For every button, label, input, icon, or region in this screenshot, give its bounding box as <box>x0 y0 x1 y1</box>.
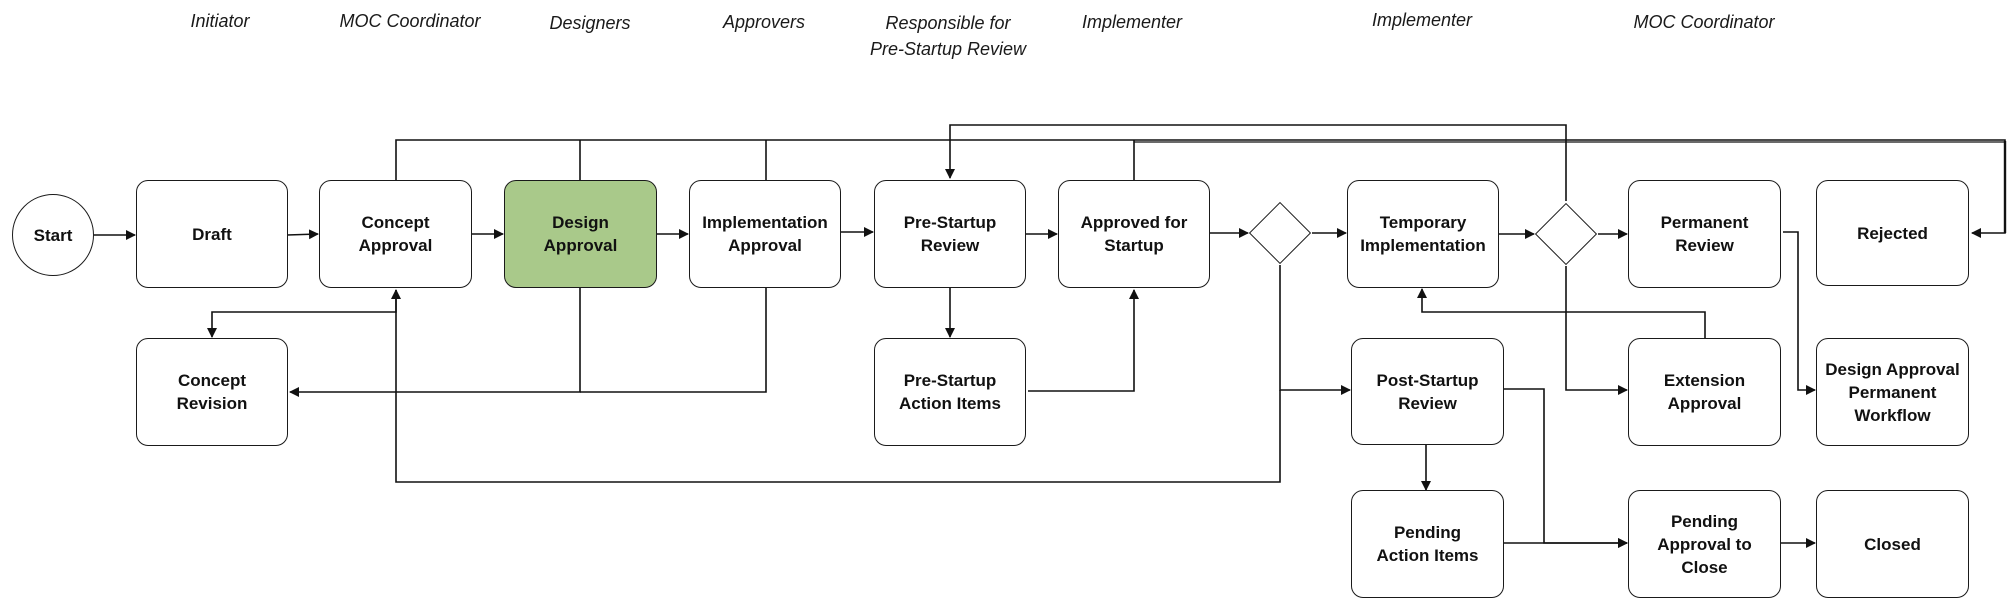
state-label: Pending Approval to Close <box>1657 511 1752 577</box>
state-draft[interactable]: Draft <box>136 180 288 288</box>
state-temporary-implementation[interactable]: Temporary Implementation <box>1347 180 1499 288</box>
state-post-startup-review[interactable]: Post-Startup Review <box>1351 338 1504 445</box>
state-label: Design Approval <box>543 213 618 255</box>
state-concept-approval[interactable]: Concept Approval <box>319 180 472 288</box>
state-implementation-approval[interactable]: Implementation Approval <box>689 180 841 288</box>
role-moc-coordinator: MOC Coordinator <box>1633 12 1775 32</box>
edge-actionitems-approved <box>1028 289 1139 392</box>
edge-approvals-rejected <box>395 139 2006 238</box>
state-label: Post-Startup Review <box>1376 370 1479 413</box>
state-label: Closed <box>1864 534 1921 554</box>
edge-gateway2-extension <box>1565 266 1628 395</box>
state-rejected[interactable]: Rejected <box>1816 180 1969 286</box>
edge-gateway2-prestartup <box>945 124 1567 201</box>
state-concept-revision[interactable]: Concept Revision <box>136 338 288 446</box>
role-implementer: Implementer <box>1081 12 1183 32</box>
state-label: Design Approval Permanent Workflow <box>1825 359 1960 425</box>
start-node[interactable]: Start <box>12 194 94 276</box>
state-label: Approved for Startup <box>1080 213 1188 255</box>
role-moc-coordinator: MOC Coordinator <box>339 11 481 31</box>
edge-permanent-design-workflow <box>1783 231 1816 395</box>
state-permanent-review[interactable]: Permanent Review <box>1628 180 1781 288</box>
edge-gateway1-poststartup <box>1279 265 1351 395</box>
state-label: Pending Action Items <box>1376 523 1479 565</box>
state-closed[interactable]: Closed <box>1816 490 1969 598</box>
state-label: Permanent Review <box>1660 213 1749 255</box>
state-approved-for-startup[interactable]: Approved for Startup <box>1058 180 1210 288</box>
role-initiator: Initiator <box>190 11 250 31</box>
state-label: Extension Approval <box>1663 371 1746 413</box>
state-pending-action-items[interactable]: Pending Action Items <box>1351 490 1504 598</box>
state-pending-approval-to-close[interactable]: Pending Approval to Close <box>1628 490 1781 598</box>
state-design-approval[interactable]: Design Approval <box>504 180 657 288</box>
edge-draft-concept <box>286 229 319 240</box>
edge-extension-temporary <box>1417 288 1706 338</box>
state-label: Temporary Implementation <box>1360 213 1486 255</box>
state-label: Concept Revision <box>176 371 248 413</box>
state-pre-startup-action-items[interactable]: Pre-Startup Action Items <box>874 338 1026 446</box>
role-implementer: Implementer <box>1371 10 1473 30</box>
state-label: Implementation Approval <box>702 213 828 255</box>
edge-concept-revision <box>207 290 397 338</box>
edge-design-concept-revision <box>289 288 581 397</box>
role-responsible-pre-startup-review: Responsible for Pre-Startup Review <box>869 13 1027 59</box>
state-label: Draft <box>192 224 232 244</box>
role-approvers: Approvers <box>722 12 806 32</box>
state-label: Concept Approval <box>358 213 433 255</box>
role-designers: Designers <box>549 13 631 33</box>
state-pre-startup-review[interactable]: Pre-Startup Review <box>874 180 1026 288</box>
state-label: Rejected <box>1857 223 1928 243</box>
state-label: Pre-Startup Action Items <box>898 371 1002 413</box>
state-label: Pre-Startup Review <box>903 213 997 255</box>
state-extension-approval[interactable]: Extension Approval <box>1628 338 1781 446</box>
edge-gateway1-concept <box>391 289 1281 483</box>
edge-poststartup-pendingclose <box>1503 388 1628 548</box>
state-design-approval-permanent-workflow[interactable]: Design Approval Permanent Workflow <box>1816 338 1969 446</box>
start-label: Start <box>33 225 73 245</box>
